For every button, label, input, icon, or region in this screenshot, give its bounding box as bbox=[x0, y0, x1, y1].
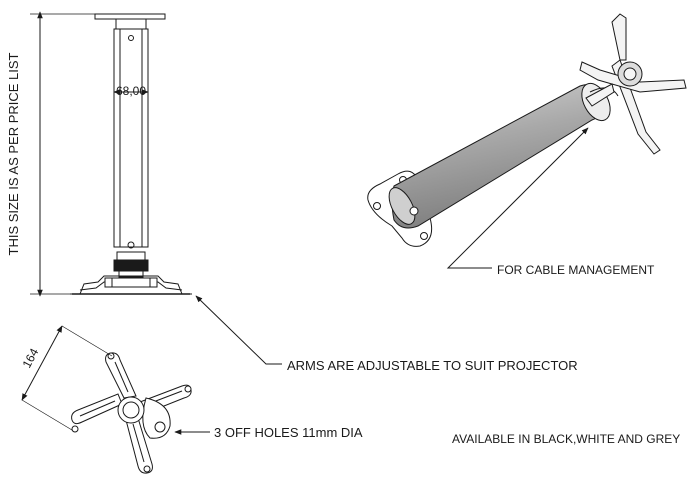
leader-lines bbox=[174, 127, 589, 435]
arm-lower-right bbox=[125, 417, 153, 474]
plan-view bbox=[21, 325, 192, 474]
cable-management-label: FOR CABLE MANAGEMENT bbox=[497, 263, 655, 277]
tube-front bbox=[113, 28, 149, 248]
arms-adjustable-label: ARMS ARE ADJUSTABLE TO SUIT PROJECTOR bbox=[287, 358, 578, 373]
arm-lower-left bbox=[71, 393, 123, 433]
arm-span-dimension-line bbox=[21, 325, 63, 401]
front-view bbox=[30, 11, 192, 297]
arm-upper-left bbox=[105, 352, 137, 399]
centre-hub bbox=[117, 396, 145, 424]
vertical-size-label: THIS SIZE IS AS PER PRICE LIST bbox=[6, 52, 21, 255]
isometric-view bbox=[367, 13, 687, 247]
arm-span-label: 164 bbox=[20, 346, 42, 371]
holes-label: 3 OFF HOLES 11mm DIA bbox=[214, 425, 363, 440]
arms-leader bbox=[195, 295, 282, 365]
top-collar bbox=[115, 18, 147, 30]
tube-diameter-label: 68,00 bbox=[116, 84, 146, 98]
projector-bracket-front bbox=[70, 275, 192, 295]
tube-isometric bbox=[391, 84, 606, 229]
cable-leader bbox=[446, 127, 589, 269]
mounting-hole bbox=[154, 421, 166, 433]
colours-label: AVAILABLE IN BLACK,WHITE AND GREY bbox=[452, 432, 680, 446]
swivel-joint bbox=[113, 259, 149, 272]
ceiling-plate bbox=[94, 13, 166, 20]
